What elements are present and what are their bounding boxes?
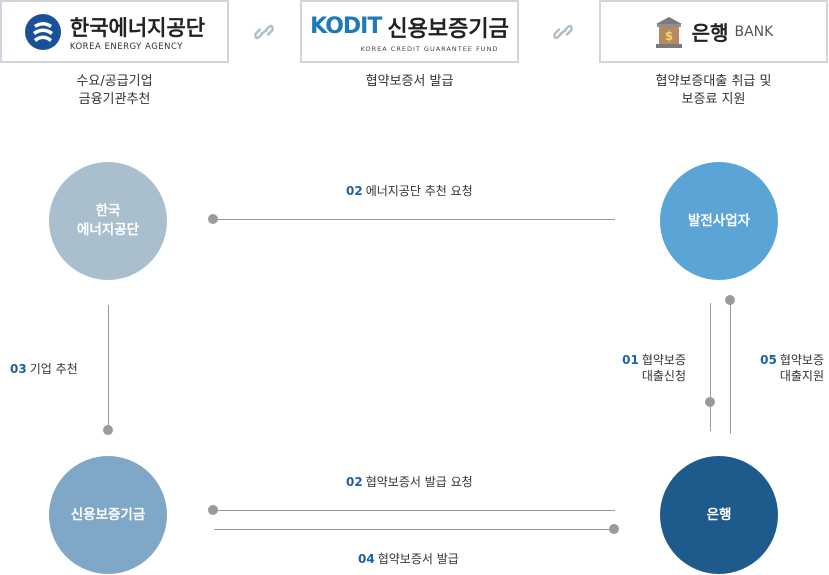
caption-line: 협약보증서 발급 — [365, 74, 454, 89]
step-text: 협약보증서 발급 요청 — [365, 475, 473, 489]
step-text: 에너지공단 추천 요청 — [365, 184, 473, 198]
caption-line: 수요/공급기업 — [76, 74, 153, 89]
connector-dot — [208, 214, 218, 224]
node-label-line: 은행 — [706, 506, 732, 523]
energy-agency-caption: 수요/공급기업 금융기관추천 — [0, 73, 229, 109]
kodit-mark: KODIT — [310, 14, 382, 39]
step-number: 04 — [358, 552, 375, 566]
connector-dot — [208, 505, 218, 515]
link-chain-icon — [553, 24, 573, 40]
bank-node: 은행 — [660, 456, 778, 574]
kodit-caption: 협약보증서 발급 — [300, 73, 519, 91]
step-number: 02 — [346, 475, 363, 489]
bank-building-icon: $ — [655, 16, 682, 48]
kodit-logo-box: KODIT 신용보증기금 KOREA CREDIT GUARANTEE FUND — [300, 0, 519, 63]
caption-line: 보증료 지원 — [681, 92, 746, 107]
energy-agency-english-name: KOREA ENERGY AGENCY — [69, 41, 183, 52]
bank-english-name: BANK — [734, 23, 774, 40]
energy-agency-emblem-icon — [24, 13, 61, 50]
connector-line — [213, 510, 615, 511]
node-label-line: 한국 — [95, 203, 121, 219]
kodit-name: 신용보증기금 — [387, 16, 509, 42]
power-producer-node: 발전사업자 — [660, 162, 778, 280]
bank-logo-box: $ 은행 BANK — [599, 0, 828, 63]
connector-dot — [725, 295, 735, 305]
bank-caption: 협약보증대출 취급 및 보증료 지원 — [599, 73, 828, 109]
connector-dot — [705, 397, 715, 407]
caption-line: 금융기관추천 — [78, 92, 151, 107]
step-number: 03 — [10, 362, 27, 376]
svg-text:$: $ — [664, 29, 672, 43]
bank-logo: $ 은행 BANK — [654, 15, 774, 49]
energy-agency-logo: 한국에너지공단 KOREA ENERGY AGENCY — [24, 12, 205, 52]
step-number: 01 — [622, 353, 639, 367]
kodit-english-name: KOREA CREDIT GUARANTEE FUND — [360, 44, 499, 53]
kodit-logo: KODIT 신용보증기금 — [310, 11, 509, 43]
step-number: 05 — [760, 353, 777, 367]
energy-agency-node: 한국 에너지공단 — [49, 162, 167, 280]
step-text: 대출지원 — [779, 369, 824, 383]
link-chain-icon — [254, 24, 274, 40]
connector-line — [730, 300, 731, 434]
node-label-line: 에너지공단 — [76, 222, 140, 238]
step-text: 협약보증 — [779, 353, 824, 367]
step-text: 대출신청 — [641, 369, 686, 383]
caption-line: 협약보증대출 취급 및 — [655, 74, 772, 89]
connector-line — [108, 305, 109, 430]
connector-dot — [609, 524, 619, 534]
connector-line — [214, 529, 614, 530]
connector-dot — [103, 425, 113, 435]
bank-name: 은행 — [691, 21, 729, 45]
step-number: 02 — [346, 184, 363, 198]
energy-agency-logo-box: 한국에너지공단 KOREA ENERGY AGENCY — [0, 0, 229, 63]
step-text: 협약보증서 발급 — [377, 552, 459, 566]
connector-line — [710, 303, 711, 431]
node-label-line: 발전사업자 — [687, 212, 751, 229]
energy-agency-name: 한국에너지공단 — [69, 15, 206, 40]
connector-line — [213, 219, 615, 220]
step-text: 협약보증 — [641, 353, 686, 367]
step-text: 기업 추천 — [29, 362, 78, 376]
kodit-node: 신용보증기금 — [49, 456, 167, 574]
node-label-line: 신용보증기금 — [70, 506, 146, 523]
